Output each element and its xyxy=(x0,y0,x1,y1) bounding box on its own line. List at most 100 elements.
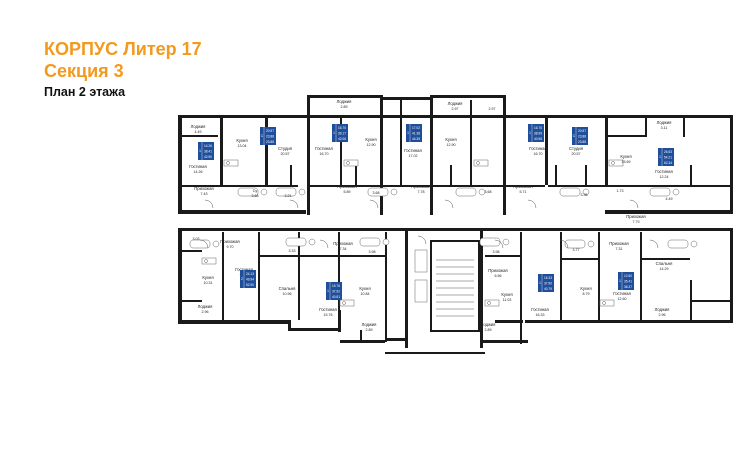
badge-living-area: 15.76 xyxy=(332,284,340,288)
door-swing xyxy=(289,199,299,209)
badge-living-area: 17.02 xyxy=(412,126,420,130)
room-label: Гостиная xyxy=(613,291,631,296)
wall-segment xyxy=(180,228,732,231)
room-label: Кухня xyxy=(501,292,512,297)
kitchen-counter xyxy=(608,159,624,167)
wall-segment xyxy=(340,340,385,343)
stove-icon xyxy=(342,301,346,305)
wall-segment xyxy=(288,320,291,330)
room-label: Гостиная xyxy=(235,267,253,272)
door-swing xyxy=(417,235,427,245)
badge-total-area: 35.41 xyxy=(624,280,632,284)
badge-total-area: 39.17 xyxy=(338,132,346,136)
badge-rooms: С xyxy=(573,134,576,138)
room-label: Гостиная xyxy=(189,164,207,169)
badge-living-area: 16.33 xyxy=(544,276,552,280)
room-label: 11.03 xyxy=(503,298,512,302)
wall-segment xyxy=(310,185,380,187)
wall-segment xyxy=(470,100,472,185)
bathtub-icon xyxy=(285,237,307,247)
badge-living-area: 24.13 xyxy=(246,272,254,276)
door-swing xyxy=(494,239,504,249)
toilet-icon xyxy=(582,188,590,196)
wall-segment xyxy=(340,255,385,257)
room-label: 13.04 xyxy=(238,144,247,148)
wall-segment xyxy=(178,210,306,214)
stove-icon xyxy=(602,301,606,305)
badge-total-area: 54.21 xyxy=(664,156,672,160)
badge-area-with-loggia: 62.34 xyxy=(664,161,672,165)
toilet-icon xyxy=(502,238,510,246)
wall-segment xyxy=(640,258,690,260)
room-label: 12.90 xyxy=(447,143,456,147)
wall-segment xyxy=(182,250,202,252)
badge-living-area: 12.60 xyxy=(624,274,632,278)
stove-icon xyxy=(204,259,208,263)
room-label: Прихожая xyxy=(488,268,507,273)
bathtub-icon xyxy=(559,187,581,197)
wall-segment xyxy=(433,185,503,187)
wall-segment xyxy=(182,300,202,302)
walls xyxy=(178,95,733,354)
bathtub-icon xyxy=(359,237,381,247)
badge-total-area: 37.92 xyxy=(332,290,340,294)
badge-area-with-loggia: 42.90 xyxy=(204,155,212,159)
room-label: 3.98 xyxy=(369,250,376,254)
room-label: Лоджия xyxy=(481,322,496,327)
badge-rooms: 1 xyxy=(539,281,541,285)
room-label: 2.97 xyxy=(489,107,496,111)
room-label: Гостиная xyxy=(529,146,547,151)
door-swing xyxy=(319,239,329,249)
wall-segment xyxy=(290,165,292,187)
wall-segment xyxy=(430,95,433,215)
wall-segment xyxy=(730,228,733,323)
room-label: 7.34 xyxy=(340,247,347,251)
room-label: Гостиная xyxy=(404,148,422,153)
badge-living-area: 16.70 xyxy=(534,126,542,130)
room-label: 12.24 xyxy=(660,175,669,179)
door-swing xyxy=(199,239,209,249)
room-label: 1.73 xyxy=(617,189,624,193)
kitchen-counter xyxy=(339,299,355,307)
badge-area-with-loggia: 38.37 xyxy=(624,285,632,289)
badge-rooms: 1 xyxy=(327,289,329,293)
room-label: 5.89 xyxy=(344,190,351,194)
toilet-icon xyxy=(690,240,698,248)
wall-segment xyxy=(300,255,338,257)
badge-total-area: 38.41 xyxy=(204,150,212,154)
badge-area-with-loggia: 40.81 xyxy=(332,295,340,299)
room-label: 6.56 xyxy=(495,274,502,278)
room-label: Прихожая xyxy=(337,184,356,189)
wall-segment xyxy=(360,330,362,342)
wall-segment xyxy=(485,255,520,257)
kitchen-counter xyxy=(343,159,359,167)
room-label: Гостиная xyxy=(319,307,337,312)
elevator-shaft xyxy=(414,279,428,303)
wall-segment xyxy=(545,115,548,185)
room-label: Прихожая xyxy=(333,241,352,246)
room-label: Кухня xyxy=(202,275,213,280)
wall-segment xyxy=(220,115,223,185)
wall-segment xyxy=(483,340,528,343)
wall-segment xyxy=(222,232,224,322)
badge-total-area: 37.90 xyxy=(544,282,552,286)
wall-segment xyxy=(338,310,341,332)
room-labels: Лоджия4.49Гостиная14.26Прихожая7.43Кухня… xyxy=(189,99,673,332)
room-label: 15.69 xyxy=(622,160,631,164)
wall-segment xyxy=(683,115,685,137)
bathtub-icon xyxy=(649,187,671,197)
wall-segment xyxy=(640,232,642,322)
bathtub-icon xyxy=(667,239,689,249)
bathtub-icon xyxy=(479,237,501,247)
stove-icon xyxy=(476,161,480,165)
room-label: 10.31 xyxy=(204,281,213,285)
room-label: Лоджия xyxy=(657,120,672,125)
wall-segment xyxy=(690,165,692,187)
wall-segment xyxy=(385,232,387,342)
bathtub-icon xyxy=(564,239,586,249)
